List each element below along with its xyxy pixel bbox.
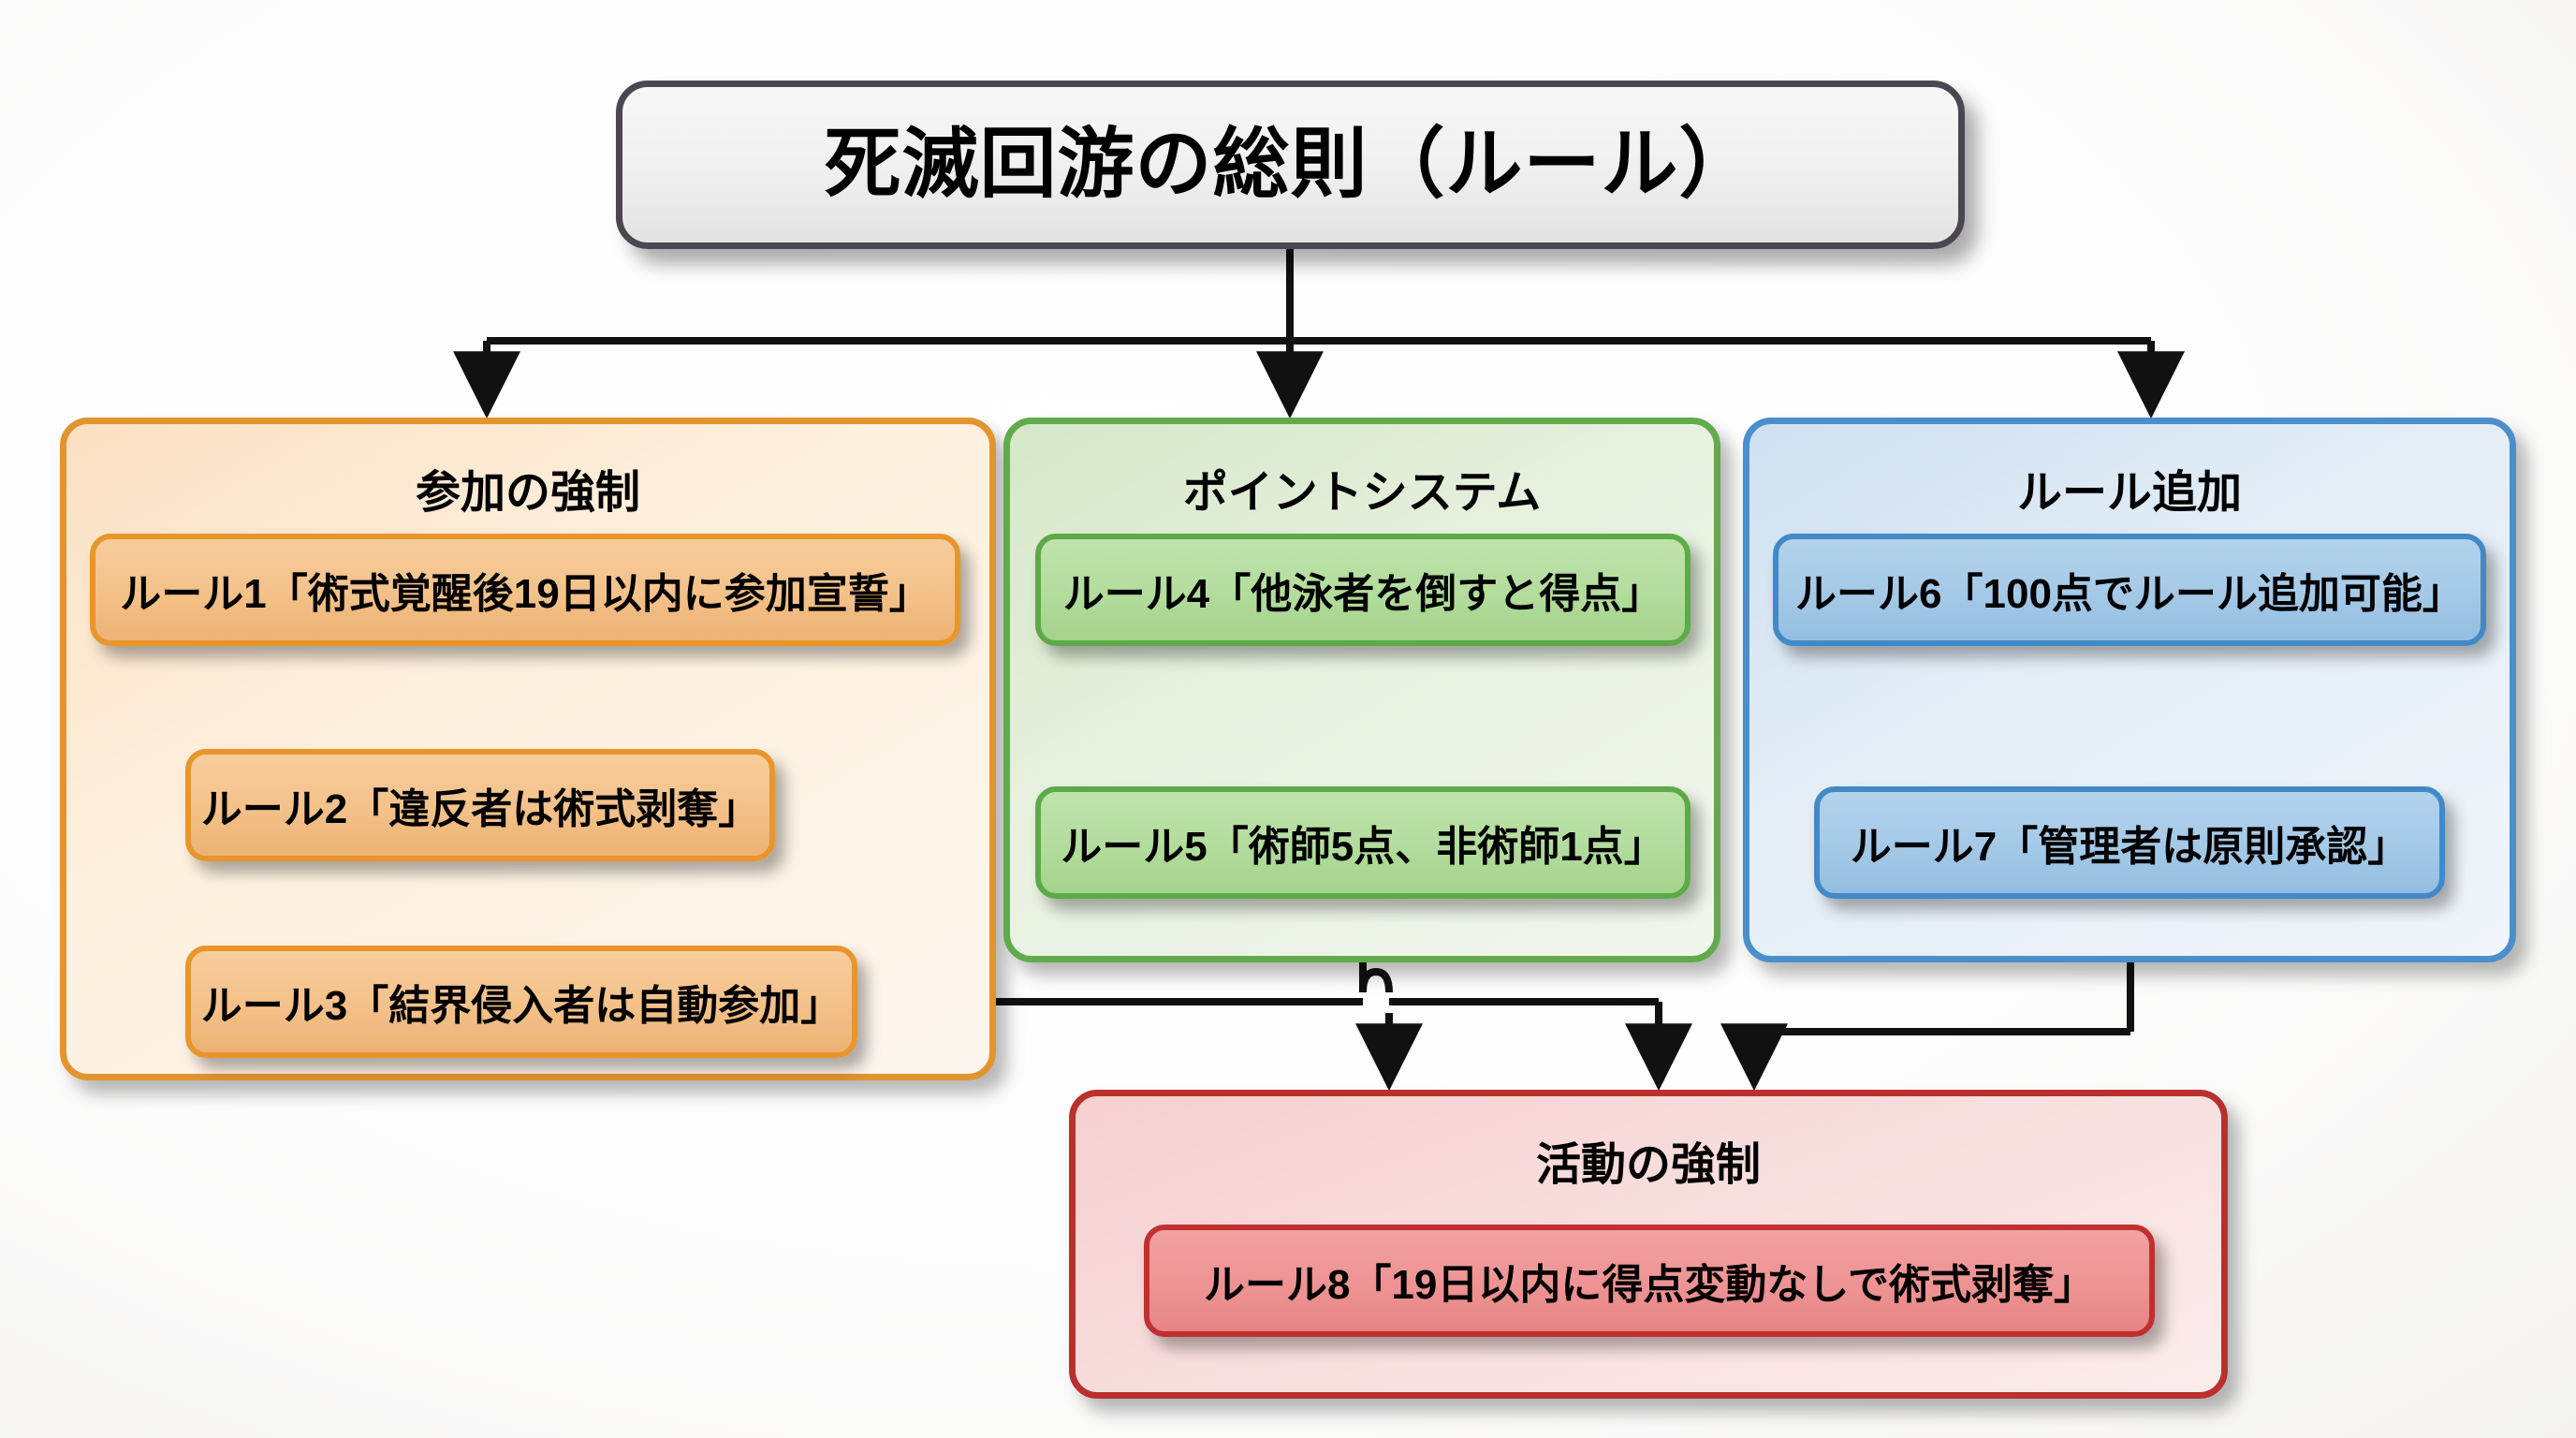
rule-node-5[interactable]: ルール5「術師5点、非術師1点」 [1035,786,1690,899]
rule-node-8[interactable]: ルール8「19日以内に得点変動なしで術式剥奪」 [1144,1225,2155,1337]
rule-node-7[interactable]: ルール7「管理者は原則承認」 [1814,786,2445,899]
group-title-rule-addition: ルール追加 [2016,468,2242,518]
rule-node-4[interactable]: ルール4「他泳者を倒すと得点」 [1035,534,1690,646]
group-title-participation-obligation: 参加の強制 [415,468,640,518]
rule-node-2[interactable]: ルール2「違反者は術式剥奪」 [185,749,775,861]
rule-node-1[interactable]: ルール1「術式覚醒後19日以内に参加宣誓」 [90,534,960,646]
rule-node-3[interactable]: ルール3「結界侵入者は自動参加」 [185,946,857,1058]
group-title-activity-obligation: 活動の強制 [1535,1140,1761,1190]
rule-node-6[interactable]: ルール6「100点でルール追加可能」 [1773,534,2486,646]
group-title-point-system: ポイントシステム [1182,468,1542,518]
diagram-title: 死滅回游の総則（ルール） [616,81,1965,249]
connector-line-jump [1359,967,1393,993]
